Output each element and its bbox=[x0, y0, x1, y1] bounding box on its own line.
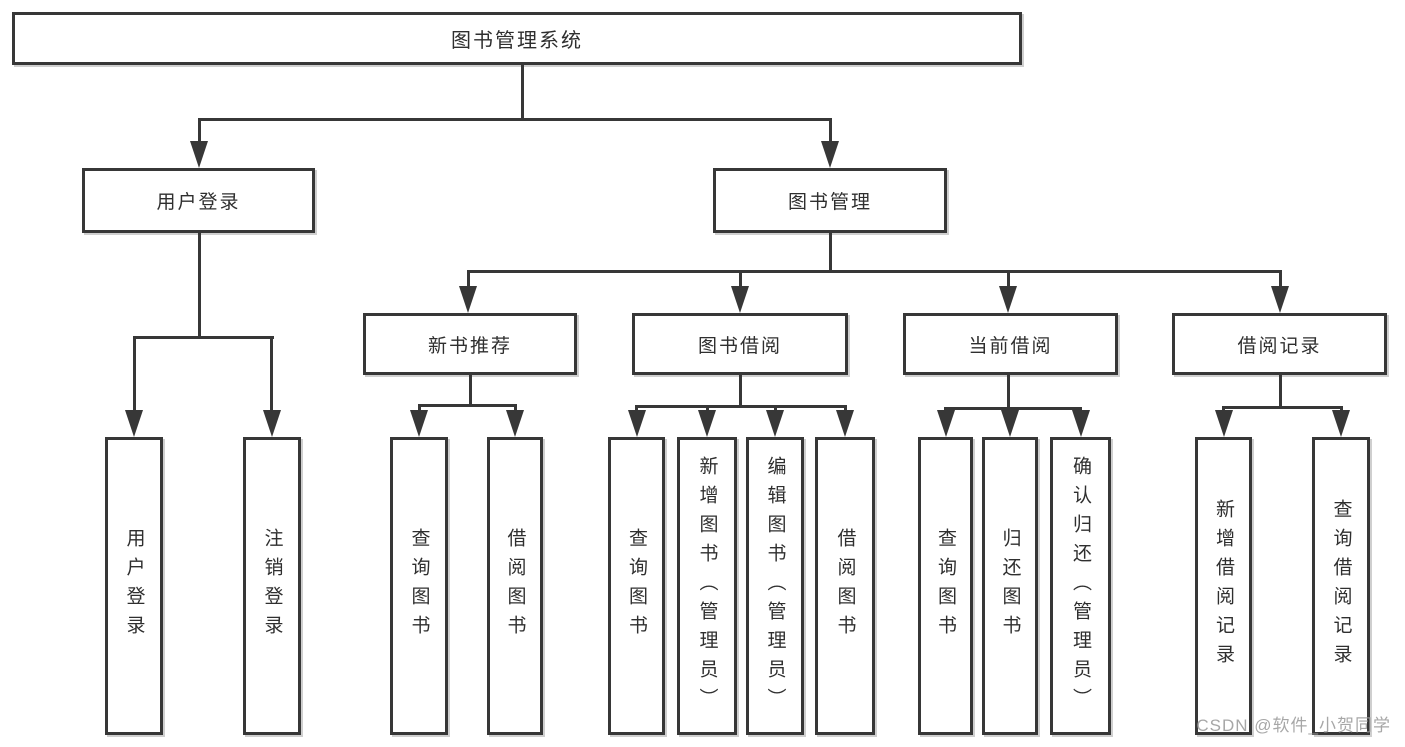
leaf-label: 查询图书 bbox=[935, 528, 956, 644]
leaf-label: 借阅图书 bbox=[834, 528, 856, 644]
node-label: 借阅记录 bbox=[1237, 335, 1322, 357]
connector-vline bbox=[738, 375, 742, 407]
connector-vline bbox=[1278, 270, 1282, 291]
connector-hline bbox=[635, 405, 847, 408]
node-label: 用户登录 bbox=[156, 192, 241, 213]
leaf-br-add-borrow-record: 新增借阅记录 bbox=[1195, 437, 1252, 735]
connector-vline bbox=[132, 335, 136, 414]
leaf-label: 编辑图书（管理员） bbox=[764, 455, 786, 717]
leaf-label: 查询图书 bbox=[408, 528, 430, 644]
connector-hline bbox=[1222, 406, 1343, 409]
connector-vline bbox=[1278, 375, 1282, 408]
arrowhead-down-icon bbox=[999, 286, 1017, 313]
arrowhead-down-icon bbox=[506, 410, 524, 437]
connector-hline bbox=[466, 270, 1282, 273]
connector-hline bbox=[417, 404, 517, 407]
leaf-nb-query-books: 查询图书 bbox=[390, 437, 448, 735]
arrowhead-down-icon bbox=[1332, 410, 1350, 437]
leaf-label: 查询借阅记录 bbox=[1330, 499, 1352, 673]
connector-vline bbox=[197, 233, 201, 337]
arrowhead-down-icon bbox=[1271, 286, 1289, 313]
leaf-br-query-borrow-record: 查询借阅记录 bbox=[1312, 437, 1370, 735]
arrowhead-down-icon bbox=[836, 410, 854, 437]
connector-vline bbox=[828, 117, 832, 145]
connector-vline bbox=[417, 404, 421, 414]
leaf-label: 查询图书 bbox=[626, 528, 647, 644]
leaf-cb-return-books: 归还图书 bbox=[982, 437, 1038, 735]
node-label: 图书管理系统 bbox=[451, 30, 583, 52]
leaf-label: 用户登录 bbox=[123, 528, 145, 644]
arrowhead-down-icon bbox=[190, 141, 208, 168]
leaf-bb-add-book-admin: 新增图书（管理员） bbox=[677, 437, 737, 735]
node-book-borrowing: 图书借阅 bbox=[632, 313, 848, 375]
connector-hline bbox=[132, 335, 274, 339]
connector-vline bbox=[738, 270, 742, 291]
arrowhead-down-icon bbox=[766, 410, 784, 437]
arrowhead-down-icon bbox=[459, 286, 477, 313]
leaf-label: 注销登录 bbox=[261, 528, 283, 644]
connector-vline bbox=[520, 65, 524, 118]
connector-vline bbox=[705, 405, 709, 414]
connector-vline bbox=[1006, 375, 1010, 409]
connector-vline bbox=[270, 335, 273, 414]
connector-vline bbox=[513, 404, 517, 414]
arrowhead-down-icon bbox=[1001, 410, 1019, 437]
connector-vline bbox=[197, 117, 201, 145]
connector-vline bbox=[468, 375, 472, 406]
leaf-nb-borrow-books: 借阅图书 bbox=[487, 437, 543, 735]
csdn-watermark: CSDN @软件_小贺同学 bbox=[1196, 716, 1391, 735]
node-root: 图书管理系统 bbox=[12, 12, 1022, 65]
leaf-label: 新增图书（管理员） bbox=[696, 455, 718, 717]
connector-hline bbox=[197, 117, 832, 121]
connector-vline bbox=[843, 405, 847, 414]
arrowhead-down-icon bbox=[410, 410, 428, 437]
node-user-login: 用户登录 bbox=[82, 168, 315, 233]
leaf-label: 归还图书 bbox=[999, 528, 1021, 644]
leaf-logout: 注销登录 bbox=[243, 437, 301, 735]
arrowhead-down-icon bbox=[936, 410, 955, 437]
leaf-label: 新增借阅记录 bbox=[1213, 499, 1234, 673]
node-label: 图书管理 bbox=[787, 192, 872, 213]
arrowhead-down-icon bbox=[262, 410, 281, 437]
arrowhead-down-icon bbox=[698, 410, 716, 437]
connector-vline bbox=[635, 405, 638, 414]
connector-vline bbox=[828, 233, 832, 272]
arrowhead-down-icon bbox=[1214, 410, 1233, 437]
leaf-cb-confirm-return-admin: 确认归还（管理员） bbox=[1050, 437, 1111, 735]
leaf-label: 确认归还（管理员） bbox=[1070, 455, 1091, 717]
connector-vline bbox=[773, 405, 777, 414]
arrowhead-down-icon bbox=[821, 141, 839, 168]
arrowhead-down-icon bbox=[731, 286, 749, 313]
leaf-user-login: 用户登录 bbox=[105, 437, 163, 735]
node-label: 图书借阅 bbox=[697, 335, 782, 357]
node-label: 当前借阅 bbox=[968, 335, 1053, 357]
leaf-bb-query-books: 查询图书 bbox=[608, 437, 665, 735]
connector-vline bbox=[466, 270, 470, 291]
node-label: 新书推荐 bbox=[427, 335, 512, 357]
arrowhead-down-icon bbox=[125, 410, 143, 437]
node-borrowing-records: 借阅记录 bbox=[1172, 313, 1387, 375]
node-book-management: 图书管理 bbox=[713, 168, 947, 233]
connector-vline bbox=[1006, 270, 1010, 291]
leaf-cb-query-books: 查询图书 bbox=[918, 437, 973, 735]
arrowhead-down-icon bbox=[1071, 410, 1090, 437]
arrowhead-down-icon bbox=[627, 410, 646, 437]
leaf-label: 借阅图书 bbox=[504, 528, 526, 644]
leaf-bb-borrow-books: 借阅图书 bbox=[815, 437, 875, 735]
node-current-borrowing: 当前借阅 bbox=[903, 313, 1118, 375]
leaf-bb-edit-book-admin: 编辑图书（管理员） bbox=[746, 437, 804, 735]
node-new-book-recommendation: 新书推荐 bbox=[363, 313, 577, 375]
connector-hline bbox=[944, 407, 1082, 410]
